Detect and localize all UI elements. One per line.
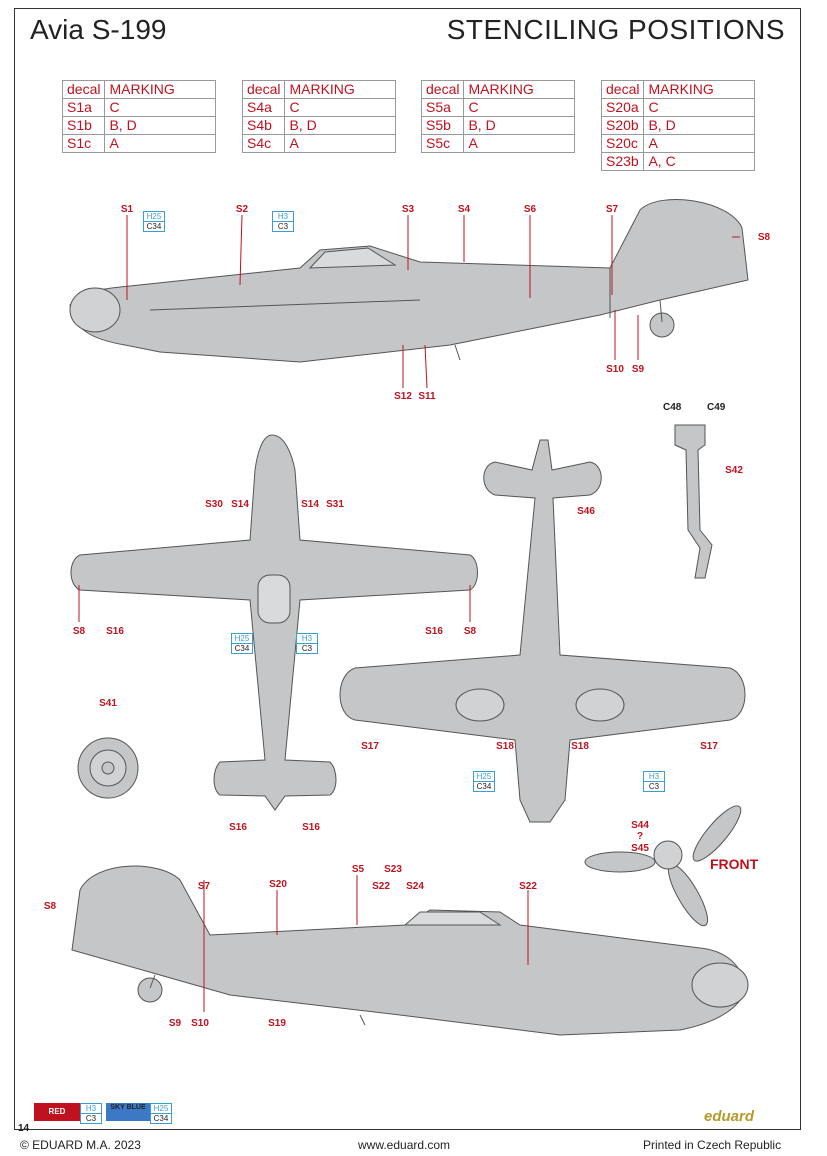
table-cell: S1b: [61, 116, 106, 135]
callout-s7: S7: [605, 204, 619, 215]
wheel-detail: [77, 737, 139, 799]
eduard-logo: eduard: [704, 1108, 755, 1125]
legend-red-swatch: RED: [34, 1103, 80, 1121]
callout-s20: S20: [269, 879, 287, 890]
callout-c48: C48: [663, 402, 682, 413]
callout-c49: C49: [707, 402, 726, 413]
callout-s16-top-right: S16: [425, 626, 443, 637]
callout-s8-top-left: S8: [72, 626, 86, 637]
callout-s18-left: S18: [496, 741, 514, 752]
callout-s12: S12: [394, 391, 412, 402]
callout-s1: S1: [120, 204, 134, 215]
table-cell: A: [284, 134, 397, 153]
page-frame: [14, 8, 801, 1130]
table-cell: S23b: [600, 152, 645, 171]
table-cell: S4c: [241, 134, 286, 153]
table-header: decal: [420, 80, 465, 99]
side-view-left: [69, 199, 749, 363]
callout-s16-tail-right: S16: [302, 822, 320, 833]
table-cell: B, D: [643, 116, 756, 135]
callout-s17-left: S17: [361, 741, 379, 752]
front-label: FRONT: [710, 856, 759, 872]
table-cell: B, D: [463, 116, 576, 135]
callout-s6: S6: [523, 204, 537, 215]
callout-s2: S2: [235, 204, 249, 215]
callout-s7-right: S7: [197, 881, 211, 892]
top-view: [70, 434, 478, 811]
callout-s18-right: S18: [571, 741, 589, 752]
callout-s22-right: S22: [519, 881, 537, 892]
callout-s17-right: S17: [700, 741, 718, 752]
table-cell: S5a: [420, 98, 465, 117]
callout-s8-right: S8: [43, 901, 57, 912]
gear-leg-detail: [674, 424, 713, 579]
callout-s45: S45: [631, 843, 649, 854]
callout-s8-top-right: S8: [463, 626, 477, 637]
propeller-detail: [584, 805, 742, 927]
callout-s8: S8: [757, 232, 771, 243]
callout-s16-top-left: S16: [106, 626, 124, 637]
table-cell: S20c: [600, 134, 645, 153]
callout-s14-left: S14: [231, 499, 249, 510]
legend-blue-swatch: SKY BLUE: [106, 1103, 150, 1121]
page-title: Avia S-199: [30, 14, 167, 45]
callout-s11: S11: [418, 391, 436, 402]
callout-s30: S30: [205, 499, 223, 510]
callout-s10-right: S10: [191, 1018, 209, 1029]
callout-s3: S3: [401, 204, 415, 215]
bottom-view: [339, 439, 746, 823]
callout-s46: S46: [577, 506, 595, 517]
callout-s9: S9: [631, 364, 645, 375]
website-url: www.eduard.com: [358, 1138, 451, 1152]
table-cell: S20b: [600, 116, 645, 135]
callout-s41: S41: [99, 698, 117, 709]
table-cell: S1c: [61, 134, 106, 153]
callout-s22-left: S22: [372, 881, 390, 892]
table-header: decal: [61, 80, 106, 99]
callout-s14-right: S14: [301, 499, 319, 510]
callout-s23: S23: [384, 864, 402, 875]
table-cell: C: [643, 98, 756, 117]
callout-s4: S4: [457, 204, 471, 215]
callout-s16-tail-left: S16: [229, 822, 247, 833]
callout-s9-right: S9: [168, 1018, 182, 1029]
callout-s31: S31: [326, 499, 344, 510]
printed-in: Printed in Czech Republic: [643, 1138, 782, 1152]
table-header: MARKING: [643, 80, 756, 99]
callout-s10: S10: [606, 364, 624, 375]
table-cell: A: [104, 134, 217, 153]
table-header: decal: [241, 80, 286, 99]
callout-s5: S5: [351, 864, 365, 875]
callout-s44: S44: [631, 820, 649, 831]
page-heading: STENCILING POSITIONS: [446, 14, 785, 45]
callout-question: ?: [636, 831, 644, 842]
callout-s42: S42: [725, 465, 743, 476]
copyright: © EDUARD M.A. 2023: [20, 1138, 141, 1152]
page-number: 14: [18, 1123, 30, 1134]
callout-s19: S19: [268, 1018, 286, 1029]
callout-s24: S24: [406, 881, 424, 892]
side-view-right: [71, 865, 749, 1036]
table-cell: S5c: [420, 134, 465, 153]
table-cell: A: [463, 134, 576, 153]
table-cell: A, C: [643, 152, 756, 171]
